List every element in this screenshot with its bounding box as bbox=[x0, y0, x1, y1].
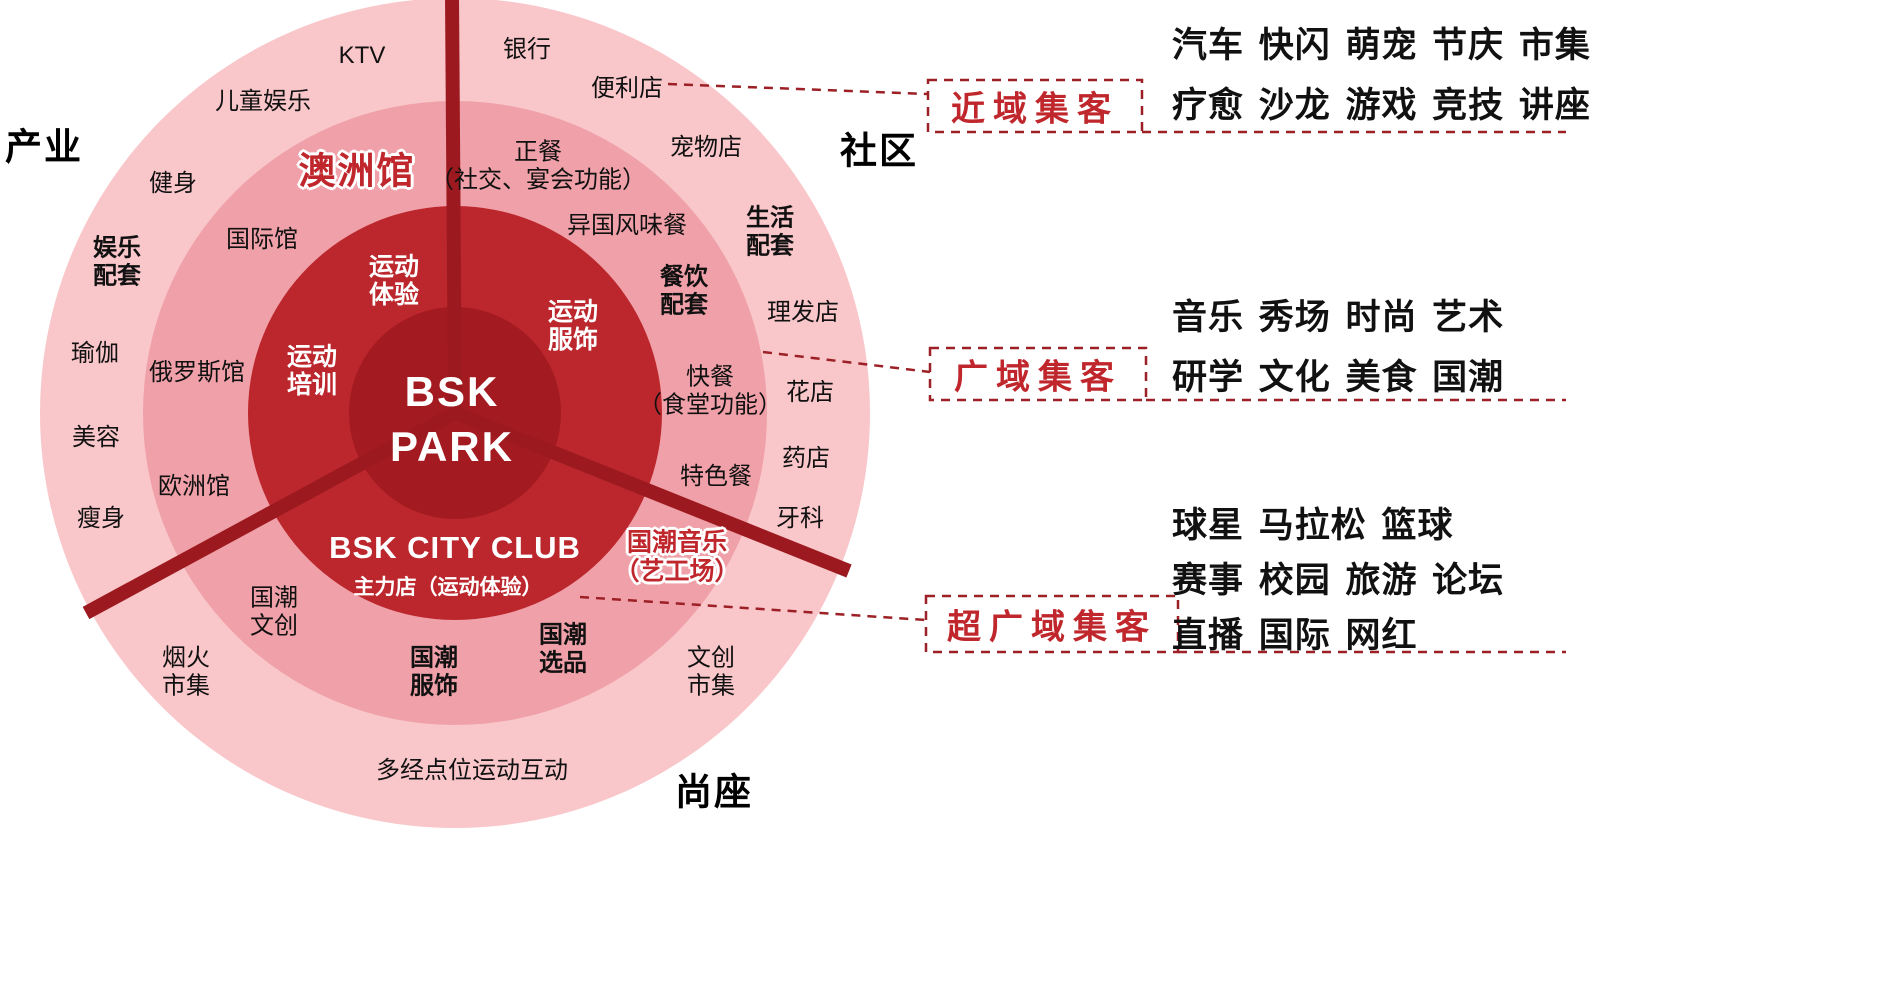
sector-label-industry: 产业 bbox=[5, 126, 83, 168]
outer-label-ktv: KTV bbox=[338, 42, 386, 70]
keyword-line: 疗愈 沙龙 游戏 竞技 讲座 bbox=[1172, 86, 1591, 125]
middle-label-guochao-apparel: 国潮 服饰 bbox=[410, 644, 458, 699]
connector-wide-field bbox=[762, 350, 931, 374]
middle-label-international-hall: 国际馆 bbox=[226, 226, 298, 254]
legend-box-near-field bbox=[926, 78, 1144, 134]
legend-box-super-wide-field bbox=[924, 594, 1180, 654]
keyword-line: 汽车 快闪 萌宠 节庆 市集 bbox=[1172, 26, 1591, 65]
middle-label-fast-food: 快餐 （食堂功能） bbox=[638, 363, 782, 418]
outer-label-yoga: 瑜伽 bbox=[71, 340, 119, 368]
keyword-line: 球星 马拉松 篮球 bbox=[1172, 506, 1454, 545]
keyword-line: 研学 文化 美食 国潮 bbox=[1172, 358, 1505, 397]
legend-label-super-wide-field: 超广域集客 bbox=[947, 608, 1157, 647]
keyword-line: 音乐 秀场 时尚 艺术 bbox=[1172, 298, 1505, 337]
sector-label-community: 社区 bbox=[840, 130, 918, 172]
inner-label-sports-experience: 运动 体验 bbox=[368, 253, 420, 309]
outer-label-bank: 银行 bbox=[503, 36, 551, 64]
outer-label-flower-shop: 花店 bbox=[786, 379, 834, 407]
outer-label-entertainment-support: 娱乐 配套 bbox=[93, 234, 141, 289]
highlight-australia-hall: 澳洲馆 bbox=[298, 150, 416, 192]
legend-box-wide-field bbox=[928, 346, 1148, 402]
outer-label-fitness: 健身 bbox=[149, 170, 197, 198]
legend-keywords-near-field: 汽车 快闪 萌宠 节庆 市集 疗愈 沙龙 游戏 竞技 讲座 bbox=[1172, 16, 1591, 136]
club-subtitle: 主力店（运动体验） bbox=[353, 575, 543, 599]
outer-label-life-support: 生活 配套 bbox=[746, 204, 794, 259]
middle-label-specialty-food: 特色餐 bbox=[680, 463, 752, 491]
outer-label-cultural-market: 文创 市集 bbox=[687, 644, 735, 699]
outer-label-convenience-store: 便利店 bbox=[591, 75, 663, 103]
sector-divider-top bbox=[445, 0, 462, 414]
connector-near-field bbox=[667, 82, 929, 96]
keyword-line: 直播 国际 网红 bbox=[1172, 616, 1418, 655]
outer-label-beauty: 美容 bbox=[72, 424, 120, 452]
connector-super-wide-field bbox=[579, 595, 927, 622]
middle-label-russia-hall: 俄罗斯馆 bbox=[149, 359, 245, 387]
highlight-guochao-music: 国潮音乐 （艺工场） bbox=[614, 528, 740, 585]
outer-label-multi-point-sports: 多经点位运动互动 bbox=[376, 757, 568, 785]
legend-keywords-super-wide-field: 球星 马拉松 篮球 赛事 校园 旅游 论坛 直播 国际 网红 bbox=[1172, 498, 1504, 663]
outer-label-barber: 理发店 bbox=[767, 299, 839, 327]
legend-keywords-wide-field: 音乐 秀场 时尚 艺术 研学 文化 美食 国潮 bbox=[1172, 288, 1504, 408]
outer-label-kids-entertainment: 儿童娱乐 bbox=[215, 88, 311, 116]
sector-divider-lower-right bbox=[452, 406, 852, 578]
brand-line-1: BSK bbox=[404, 367, 500, 415]
sector-divider-lower-left bbox=[82, 406, 459, 620]
middle-label-dining-support: 餐饮 配套 bbox=[660, 263, 708, 318]
middle-label-europe-hall: 欧洲馆 bbox=[158, 473, 230, 501]
outer-label-fireworks-market: 烟火 市集 bbox=[162, 644, 210, 699]
outer-label-dentist: 牙科 bbox=[776, 505, 824, 533]
legend-label-near-field: 近域集客 bbox=[951, 90, 1119, 129]
inner-label-sports-apparel: 运动 服饰 bbox=[547, 298, 599, 354]
middle-label-exotic-food: 异国风味餐 bbox=[567, 212, 687, 240]
inner-label-sports-training: 运动 培训 bbox=[286, 343, 338, 399]
middle-label-formal-dining: 正餐 （社交、宴会功能） bbox=[430, 138, 646, 193]
club-title: BSK CITY CLUB bbox=[329, 530, 581, 566]
legend-label-wide-field: 广域集客 bbox=[954, 358, 1122, 397]
outer-label-pharmacy: 药店 bbox=[782, 445, 830, 473]
brand-line-2: PARK bbox=[390, 422, 514, 470]
middle-label-guochao-cultural: 国潮 文创 bbox=[250, 584, 298, 639]
outer-label-slimming: 瘦身 bbox=[77, 505, 125, 533]
keyword-line: 赛事 校园 旅游 论坛 bbox=[1172, 561, 1505, 600]
outer-label-pet-store: 宠物店 bbox=[670, 134, 742, 162]
middle-label-guochao-selection: 国潮 选品 bbox=[539, 621, 587, 676]
sector-label-shangzuo: 尚座 bbox=[675, 771, 753, 813]
